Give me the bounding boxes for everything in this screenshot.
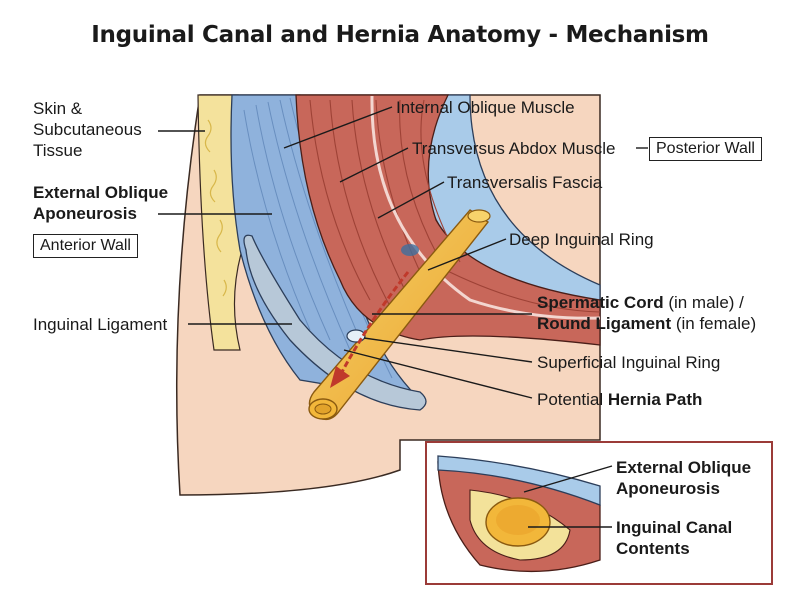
inset-label-canal-contents-line1: Inguinal Canal — [616, 518, 733, 537]
label-skin-line2: Subcutaneous — [33, 120, 142, 139]
label-hernia-bold: Hernia Path — [607, 390, 703, 409]
label-transversalis-fascia: Transversalis Fascia — [447, 173, 603, 192]
inset-label-canal-contents: Inguinal Canal Contents — [616, 517, 732, 559]
label-internal-oblique: Internal Oblique Muscle — [396, 98, 575, 117]
hernia-path-arrow — [340, 271, 410, 373]
inset-label-external-oblique: External Oblique Aponeurosis — [616, 457, 751, 499]
deep-inguinal-ring — [401, 244, 419, 256]
label-spermatic-cord-rest: (in male) / — [663, 293, 744, 312]
label-round-ligament-rest: (in female) — [671, 314, 757, 333]
inset-label-canal-contents-line2: Contents — [616, 539, 690, 558]
label-deep-inguinal-ring: Deep Inguinal Ring — [509, 230, 654, 249]
anterior-wall-box: Anterior Wall — [33, 234, 138, 258]
label-skin-line1: Skin & — [33, 99, 83, 118]
label-skin-subcutaneous: Skin & Subcutaneous Tissue — [33, 98, 142, 161]
inset-label-external-oblique-line2: Aponeurosis — [616, 479, 720, 498]
label-spermatic-cord: Spermatic Cord (in male) / Round Ligamen… — [537, 292, 756, 334]
label-superficial-ring: Superficial Inguinal Ring — [537, 353, 721, 372]
label-round-ligament-bold: Round Ligament — [537, 314, 672, 333]
label-hernia-prefix: Potential — [537, 390, 608, 409]
inset-frame — [425, 441, 773, 585]
label-external-oblique-line1: External Oblique — [33, 183, 169, 202]
label-hernia-path: Potential Hernia Path — [537, 389, 702, 410]
label-skin-line3: Tissue — [33, 141, 83, 160]
inset-label-external-oblique-line1: External Oblique — [616, 458, 752, 477]
label-transversus: Transversus Abdox Muscle — [412, 139, 616, 158]
label-spermatic-cord-bold: Spermatic Cord — [537, 293, 664, 312]
abdominal-muscles — [295, 94, 601, 346]
page-title: Inguinal Canal and Hernia Anatomy - Mech… — [91, 22, 709, 48]
label-inguinal-ligament: Inguinal Ligament — [33, 315, 168, 334]
label-external-oblique-line2: Aponeurosis — [33, 204, 137, 223]
label-external-oblique: External Oblique Aponeurosis — [33, 182, 168, 224]
posterior-wall-box: Posterior Wall — [649, 137, 762, 161]
superficial-inguinal-ring — [346, 329, 366, 343]
inset-cross-section — [437, 455, 601, 573]
